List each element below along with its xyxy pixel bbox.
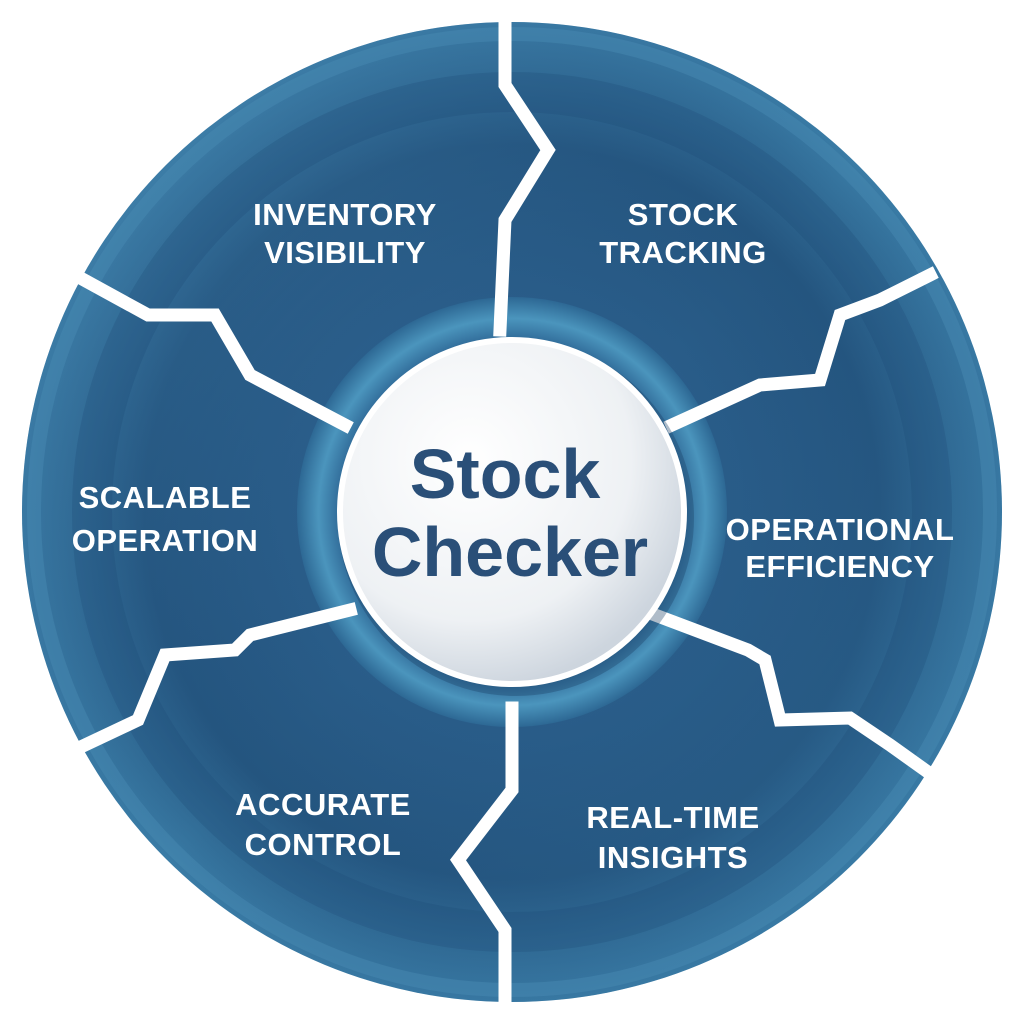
outer-rim (27, 27, 997, 997)
segment-inventory-visibility[interactable]: INVENTORY VISIBILITY (253, 197, 437, 270)
segment-accurate-control[interactable]: ACCURATE CONTROL (235, 787, 411, 862)
divider-upper-left (66, 266, 354, 434)
center-hub[interactable] (337, 337, 687, 687)
segment-label-line1: INVENTORY (253, 197, 437, 232)
segment-label-line1: STOCK (628, 197, 739, 232)
segment-scalable-operation[interactable]: SCALABLE OPERATION (72, 480, 259, 558)
center-title-line2: Checker (372, 513, 648, 591)
segment-label-line1: OPERATIONAL (726, 512, 955, 547)
segment-dividers (66, 0, 939, 1022)
divider-upper-right (663, 266, 939, 434)
segment-label-line2: TRACKING (599, 235, 767, 270)
center-title-line1: Stock (410, 435, 601, 513)
divider-lower-right (646, 606, 935, 780)
segment-label-line2: VISIBILITY (264, 235, 426, 270)
segment-label-line2: INSIGHTS (598, 840, 748, 875)
segment-operational-efficiency[interactable]: OPERATIONAL EFFICIENCY (726, 512, 955, 584)
segment-label-line1: ACCURATE (235, 787, 411, 822)
segment-label-line1: SCALABLE (79, 480, 252, 515)
divider-bottom (449, 701, 519, 1022)
segment-stock-tracking[interactable]: STOCK TRACKING (599, 197, 767, 270)
segment-label-line2: CONTROL (245, 827, 402, 862)
divider-lower-left (76, 602, 358, 754)
segment-label-line2: OPERATION (72, 523, 259, 558)
segment-label-line1: REAL-TIME (586, 800, 759, 835)
segment-label-line2: EFFICIENCY (745, 549, 934, 584)
divider-top (493, 0, 556, 337)
segment-real-time-insights[interactable]: REAL-TIME INSIGHTS (586, 800, 759, 875)
